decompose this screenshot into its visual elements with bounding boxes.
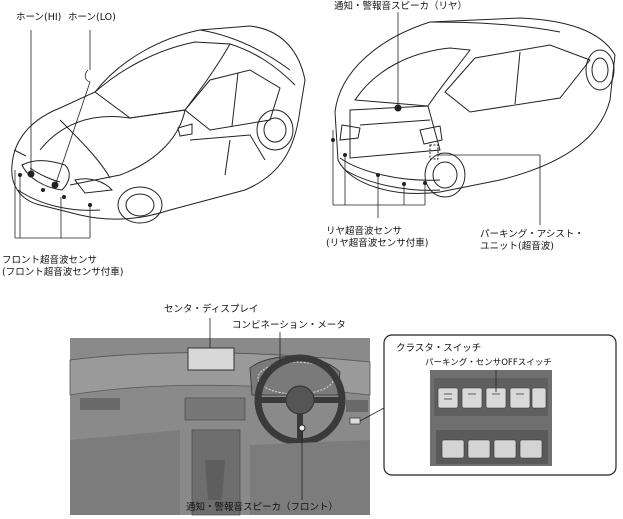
label-parking-sensor-off-switch: パーキング・センサOFFスイッチ — [425, 358, 552, 368]
label-front-warning-speaker: 通知・警報音スピーカ（フロント） — [186, 502, 339, 513]
label-rear-sensor-1: リヤ超音波センサ — [326, 226, 403, 237]
label-front-sensor-2: (フロント超音波センサ付車) — [2, 267, 124, 278]
label-center-display: センタ・ディスプレイ — [164, 304, 259, 315]
rear-leaders — [332, 12, 541, 225]
label-horn-lo: ホーン(LO) — [68, 12, 116, 23]
cluster-switch-inset — [383, 334, 617, 476]
label-front-sensor-1: フロント超音波センサ — [2, 255, 98, 266]
label-rear-warning-speaker: 通知・警報音スピーカ（リヤ） — [334, 1, 468, 12]
front-sensor-leaders — [14, 170, 91, 239]
label-horn-hi: ホーン(HI) — [16, 12, 62, 23]
horn-leaders — [30, 30, 91, 184]
label-parking-assist-2: ユニット(超音波) — [480, 241, 554, 252]
dashboard-illustration — [69, 338, 371, 516]
rear-car-illustration — [331, 17, 616, 198]
dashboard-leaders — [209, 318, 385, 500]
label-parking-assist-1: パーキング・アシスト・ — [480, 229, 584, 240]
front-car-illustration — [11, 25, 306, 224]
label-combination-meter: コンビネーション・メータ — [232, 320, 346, 331]
label-rear-sensor-2: (リヤ超音波センサ付車) — [326, 238, 429, 249]
label-cluster-switch: クラスタ・スイッチ — [396, 343, 482, 354]
